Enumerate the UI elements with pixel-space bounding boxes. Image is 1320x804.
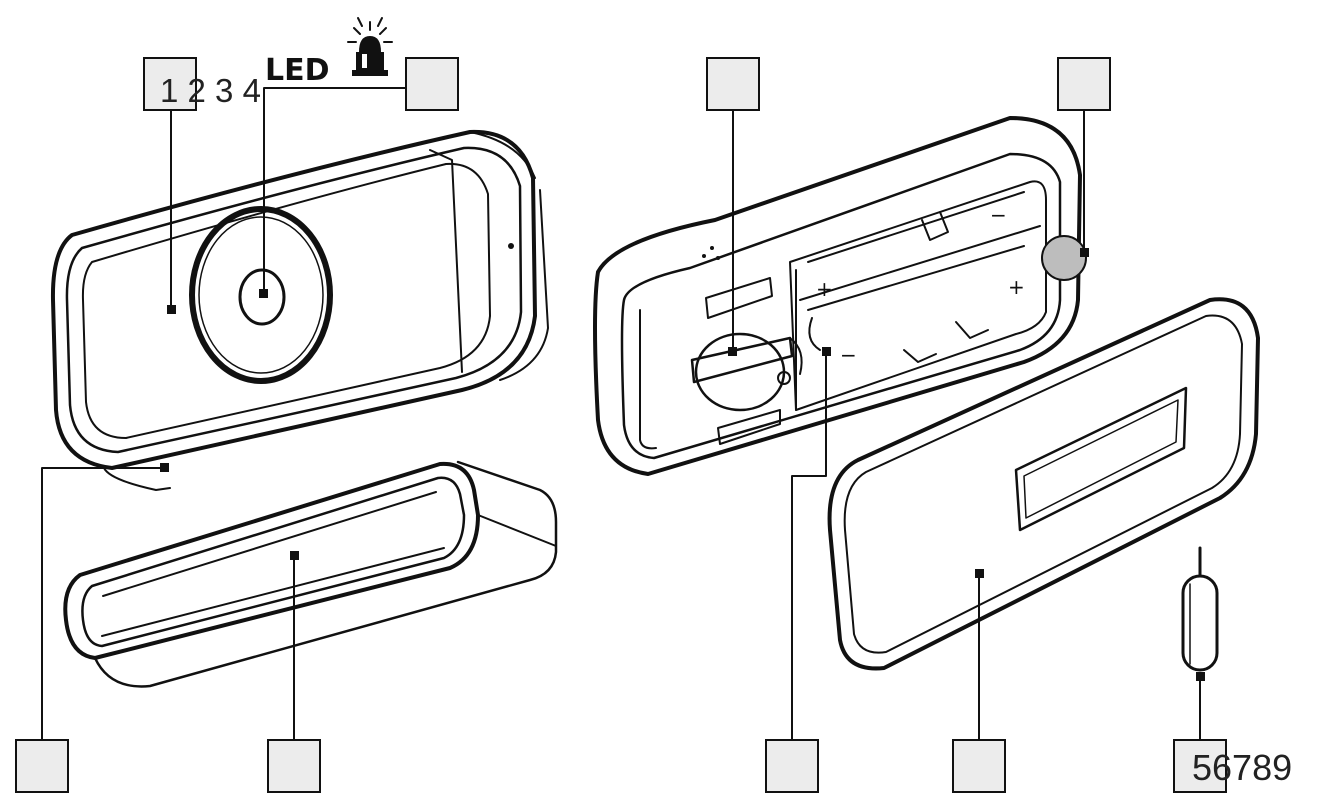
label-box-2 [405, 57, 459, 111]
sensor-open-housing: + + − − [593, 116, 1087, 476]
led-label: LED [265, 53, 330, 88]
mounting-bracket [63, 460, 558, 688]
sensor-front-housing [50, 129, 549, 491]
battery-cover [827, 297, 1260, 671]
label-box-8 [952, 739, 1006, 793]
side-pin-dot [508, 243, 514, 249]
number-row-top: 1 2 3 4 [160, 72, 261, 109]
label-box-7 [765, 739, 819, 793]
leader-lines [41, 87, 1201, 741]
svg-text:−: − [840, 343, 857, 367]
lens-ring [189, 206, 333, 384]
leader-dots [160, 248, 1205, 681]
flashing-light-icon [347, 17, 393, 76]
label-box-3 [706, 57, 760, 111]
label-box-5 [15, 739, 69, 793]
magnet-part [1181, 546, 1219, 672]
label-box-4 [1057, 57, 1111, 111]
number-row-bottom: 56789 [1192, 747, 1292, 788]
reed-contact-disc [1041, 235, 1087, 281]
svg-text:+: + [1008, 275, 1025, 299]
svg-text:+: + [816, 277, 833, 301]
svg-text:−: − [990, 203, 1007, 227]
label-box-9 [1173, 739, 1227, 793]
label-box-1 [143, 57, 197, 111]
label-box-6 [267, 739, 321, 793]
